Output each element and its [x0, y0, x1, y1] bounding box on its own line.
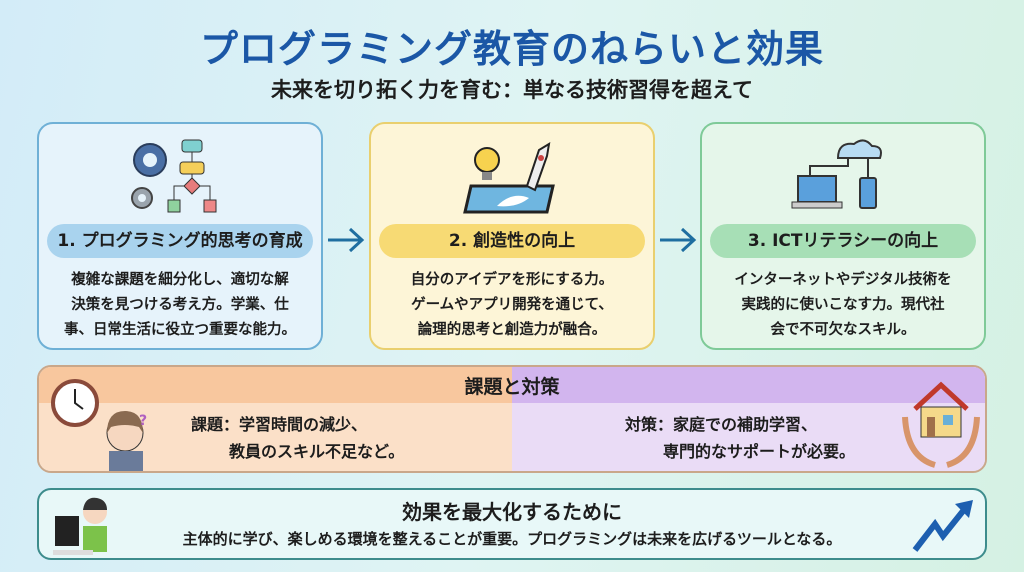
- card-description: 複雑な課題を細分化し、適切な解 決策を見つける考え方。学業、仕 事、日常生活に役…: [45, 268, 315, 343]
- house-hands-icon: [902, 381, 980, 468]
- card-programming-thinking: 1. プログラミング的思考の育成 複雑な課題を細分化し、適切な解 決策を見つける…: [37, 122, 323, 350]
- lightbulb-rocket-icon: [463, 142, 555, 214]
- svg-text:?: ?: [139, 413, 147, 429]
- growth-arrow-icon: [912, 500, 973, 552]
- desc-line: 事、日常生活に役立つ重要な能力。: [64, 322, 296, 338]
- solution-line: 専門的なサポートが必要。: [663, 442, 856, 461]
- arrow-right-icon: [328, 227, 365, 253]
- desc-line: 論理的思考と創造力が融合。: [417, 322, 607, 338]
- desc-line: 会で不可欠なスキル。: [770, 322, 916, 338]
- solution-line: 対策：家庭での補助学習、: [625, 415, 818, 434]
- desc-line: 複雑な課題を細分化し、適切な解: [71, 272, 289, 288]
- card-label: 1. プログラミング的思考の育成: [47, 224, 313, 258]
- challenge-panel: 課題と対策 ? 課題：学習時間の減少、 教員のスキル不足など。 対策：家庭での補…: [37, 365, 987, 473]
- effect-panel: 効果を最大化するために 主体的に学び、楽しめる環境を整えることが重要。プログラミ…: [37, 488, 987, 560]
- solution-text: 対策：家庭での補助学習、 専門的なサポートが必要。: [625, 411, 855, 465]
- effect-text: 主体的に学び、楽しめる環境を整えることが重要。プログラミングは未来を広げるツール…: [182, 530, 842, 548]
- effect-title: 効果を最大化するために: [402, 500, 622, 524]
- desc-line: 自分のアイデアを形にする力。: [410, 272, 614, 288]
- card-label: 2. 創造性の向上: [379, 224, 645, 258]
- arrow-right-icon: [660, 227, 697, 253]
- page-subtitle: 未来を切り拓く力を育む：単なる技術習得を超えて: [271, 78, 753, 102]
- desc-line: ゲームやアプリ開発を通じて、: [411, 297, 613, 313]
- clock-teacher-icon: ?: [51, 379, 147, 471]
- student-computer-icon: [53, 497, 107, 555]
- cloud-devices-icon: [791, 139, 882, 209]
- card-description: 自分のアイデアを形にする力。 ゲームやアプリ開発を通じて、 論理的思考と創造力が…: [377, 268, 647, 343]
- gear-flowchart-icon: [131, 139, 217, 213]
- challenge-title: 課題と対策: [464, 376, 560, 398]
- card-creativity: 2. 創造性の向上 自分のアイデアを形にする力。 ゲームやアプリ開発を通じて、 …: [369, 122, 655, 350]
- card-ict-literacy: 3. ICTリテラシーの向上 インターネットやデジタル技術を 実践的に使いこなす…: [700, 122, 986, 350]
- desc-line: 決策を見つける考え方。学業、仕: [71, 297, 289, 313]
- card-description: インターネットやデジタル技術を 実践的に使いこなす力。現代社 会で不可欠なスキル…: [708, 268, 978, 343]
- page-title: プログラミング教育のねらいと効果: [199, 27, 824, 71]
- card-label: 3. ICTリテラシーの向上: [710, 224, 976, 258]
- problem-line: 教員のスキル不足など。: [229, 442, 405, 461]
- problem-text: 課題：学習時間の減少、 教員のスキル不足など。: [191, 411, 404, 465]
- problem-line: 課題：学習時間の減少、: [191, 415, 368, 434]
- desc-line: インターネットやデジタル技術を: [734, 272, 952, 288]
- desc-line: 実践的に使いこなす力。現代社: [741, 297, 945, 313]
